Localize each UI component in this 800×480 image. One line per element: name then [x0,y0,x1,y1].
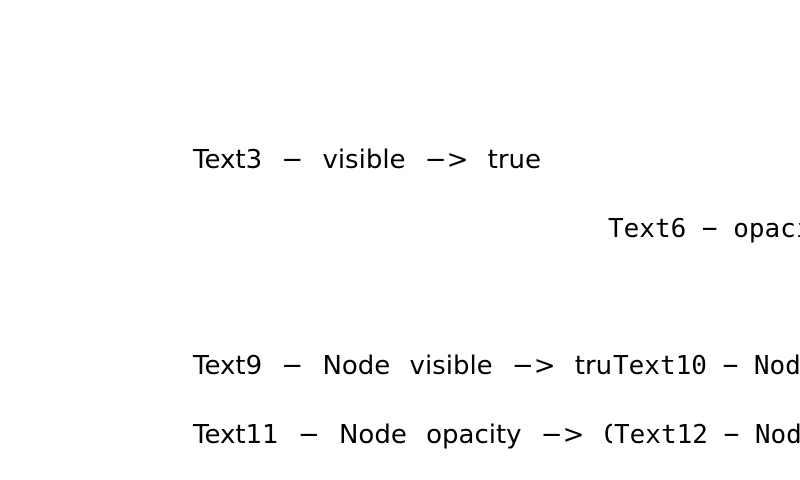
text-item-text11: Text11 − Node opacity −> 0 [193,420,621,450]
text-item-text9: Text9 − Node visible −> true [193,351,629,381]
text-item-text6: Text6 − opacity [608,216,800,242]
text-item-text12: Text12 − Node [612,422,800,448]
text-item-text10: Text10 − Node [610,353,800,379]
text-item-text3: Text3 − visible −> true [193,145,542,175]
